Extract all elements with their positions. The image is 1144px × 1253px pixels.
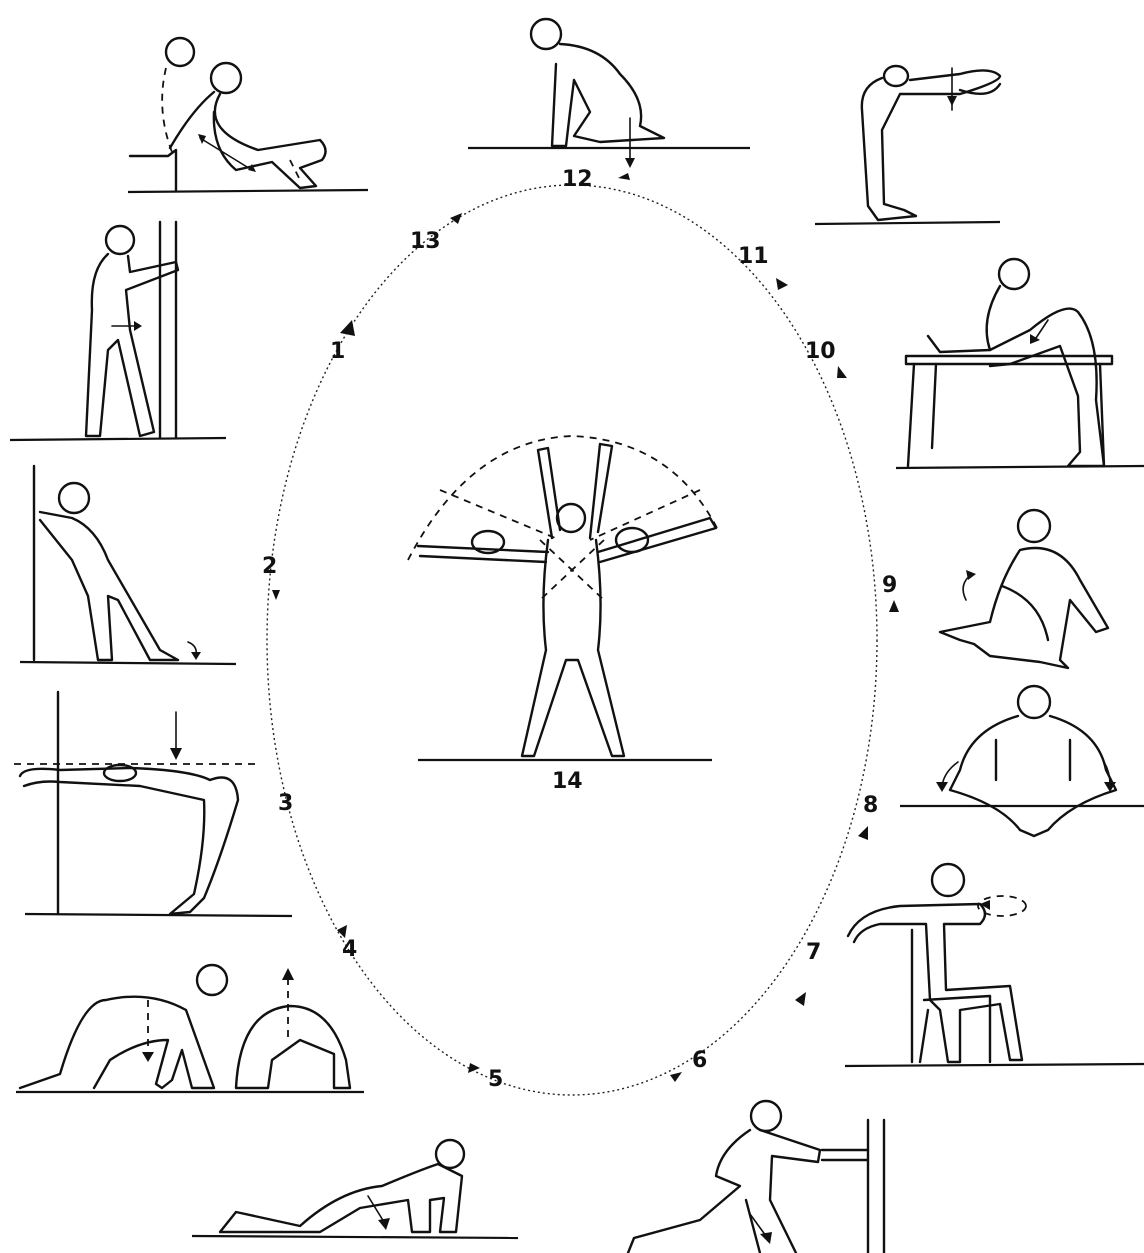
- step-label-2: 2: [262, 554, 277, 579]
- arrow-7-to-8: [858, 826, 868, 840]
- cycle-arrows: [272, 173, 899, 1082]
- exercise-figure-8: [900, 686, 1144, 836]
- step-label-13: 13: [410, 229, 441, 254]
- step-labels: 1 2 3 4 5 6 7 8 9 10 11 12 13 14: [262, 167, 897, 1092]
- exercise-figure-13: [128, 38, 368, 192]
- exercise-figure-2: [20, 466, 236, 664]
- step-label-11: 11: [738, 244, 769, 269]
- step-label-6: 6: [692, 1048, 707, 1073]
- step-label-10: 10: [805, 339, 836, 364]
- step-label-9: 9: [882, 573, 897, 598]
- exercise-figure-4: [16, 965, 364, 1092]
- exercise-figure-11: [815, 66, 1000, 224]
- step-label-7: 7: [806, 940, 821, 965]
- step-label-8: 8: [863, 793, 878, 818]
- arrow-6-to-7: [795, 992, 806, 1006]
- step-label-4: 4: [342, 937, 357, 962]
- exercise-figure-3: [14, 692, 292, 916]
- exercise-figure-5: [192, 1140, 518, 1238]
- arrow-10-to-11: [776, 278, 788, 290]
- arrow-5-to-6: [670, 1072, 682, 1082]
- step-label-5: 5: [488, 1067, 503, 1092]
- arrow-13-to-1: [340, 320, 355, 336]
- step-label-12: 12: [562, 167, 593, 192]
- arrow-8-to-9: [889, 600, 899, 612]
- step-label-1: 1: [330, 339, 345, 364]
- exercise-figure-10: [896, 259, 1144, 468]
- arrow-4-to-5: [468, 1063, 480, 1073]
- arrow-12-to-13: [450, 213, 462, 224]
- arrow-1-to-2: [272, 590, 280, 600]
- exercise-figure-9: [940, 510, 1108, 668]
- step-label-3: 3: [278, 791, 293, 816]
- arrow-11-to-12: [618, 173, 630, 180]
- step-label-14: 14: [552, 769, 583, 794]
- arrow-9-to-10: [837, 366, 847, 378]
- exercise-figure-7: [845, 864, 1144, 1066]
- cycle-path: [267, 185, 877, 1095]
- exercise-figure-1: [10, 222, 226, 440]
- exercise-figure-14: [408, 436, 718, 760]
- exercise-figure-12: [468, 19, 750, 168]
- exercise-figure-6: [628, 1101, 884, 1253]
